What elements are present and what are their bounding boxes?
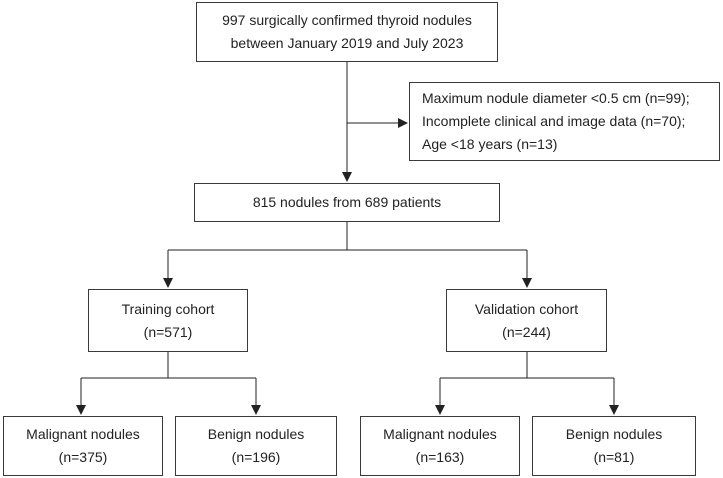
- validation-benign-count: (n=81): [593, 449, 635, 465]
- training-malignant-count: (n=375): [58, 449, 108, 465]
- split-total: [168, 222, 527, 251]
- exclusion-line-1: Maximum nodule diameter <0.5 cm (n=99);: [422, 90, 690, 106]
- top-box-line-2: between January 2019 and July 2023: [230, 35, 464, 51]
- training-cohort-title: Training cohort: [121, 300, 215, 317]
- training-benign-title: Benign nodules: [207, 426, 305, 442]
- training-cohort-box: Training cohort (n=571): [88, 289, 248, 352]
- validation-cohort-title: Validation cohort: [474, 300, 579, 317]
- validation-cohort-count: (n=244): [502, 323, 551, 340]
- total-box: 815 nodules from 689 patients: [194, 183, 500, 222]
- training-benign-count: (n=196): [231, 449, 281, 465]
- validation-malignant-count: (n=163): [415, 449, 465, 465]
- training-malignant-title: Malignant nodules: [26, 426, 140, 442]
- exclusion-line-3: Age <18 years (n=13): [422, 136, 558, 152]
- validation-cohort-box: Validation cohort (n=244): [446, 289, 607, 352]
- top-box-line-1: 997 surgically confirmed thyroid nodules: [222, 12, 472, 28]
- training-benign-box: Benign nodules (n=196): [175, 416, 337, 476]
- exclusion-box: Maximum nodule diameter <0.5 cm (n=99); …: [409, 82, 720, 161]
- split-training: [81, 352, 256, 379]
- top-box: 997 surgically confirmed thyroid nodules…: [196, 2, 498, 62]
- total-box-line-1: 815 nodules from 689 patients: [252, 194, 442, 210]
- validation-malignant-box: Malignant nodules (n=163): [360, 416, 520, 476]
- validation-malignant-title: Malignant nodules: [383, 426, 497, 442]
- training-malignant-box: Malignant nodules (n=375): [3, 416, 163, 476]
- validation-benign-title: Benign nodules: [565, 426, 663, 442]
- validation-benign-box: Benign nodules (n=81): [532, 416, 696, 476]
- exclusion-line-2: Incomplete clinical and image data (n=70…: [422, 113, 686, 129]
- split-validation: [440, 352, 614, 379]
- training-cohort-count: (n=571): [143, 323, 193, 340]
